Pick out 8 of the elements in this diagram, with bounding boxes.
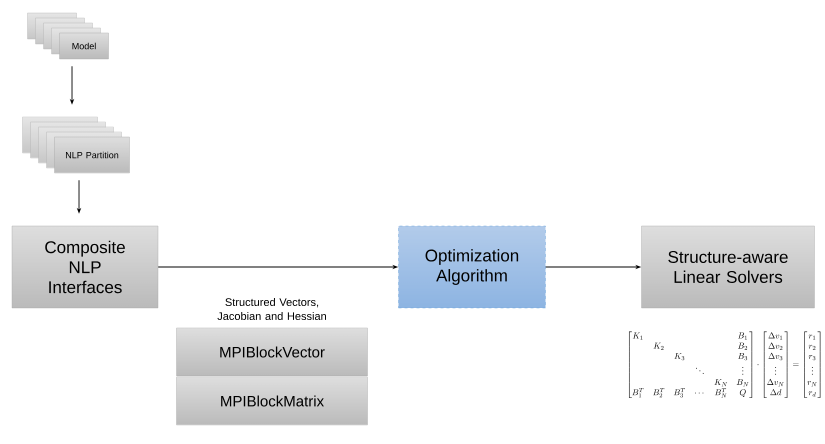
process-box: MPIBlockVector	[176, 328, 368, 376]
card-stack: NLP Partition	[22, 116, 130, 174]
process-box: Structure-aware Linear Solvers	[641, 226, 815, 308]
matrix-equation: $\begin{bmatrix} K_1 & & & & & B_1\\ & K_2 & & & & B_2\\ & & K_3 & & & B_3\\ & & & \ddots & & \vdots\\ & & & & K_N & B_N\\ B_1^T & B_2^T & B_3^T & \cdots & B_N^T & Q \end{bmatrix} \cdot \begin{bmatrix} \Delta v_1\\ \Delta v_2\\ \Delta v_3\\ \vdots\\ \Delta v_N\\ \Delta d \end{bmatrix} = \begin{bmatrix} r_1\\ r_2\\ r_3\\ \vdots\\ r_N\\ r_d \end{bmatrix}$	[628, 332, 820, 398]
process-box: Composite NLP Interfaces	[12, 226, 158, 308]
algorithm-box: Optimization Algorithm	[398, 226, 546, 308]
process-box: MPIBlockMatrix	[176, 376, 368, 426]
card-stack: Model	[27, 12, 109, 60]
